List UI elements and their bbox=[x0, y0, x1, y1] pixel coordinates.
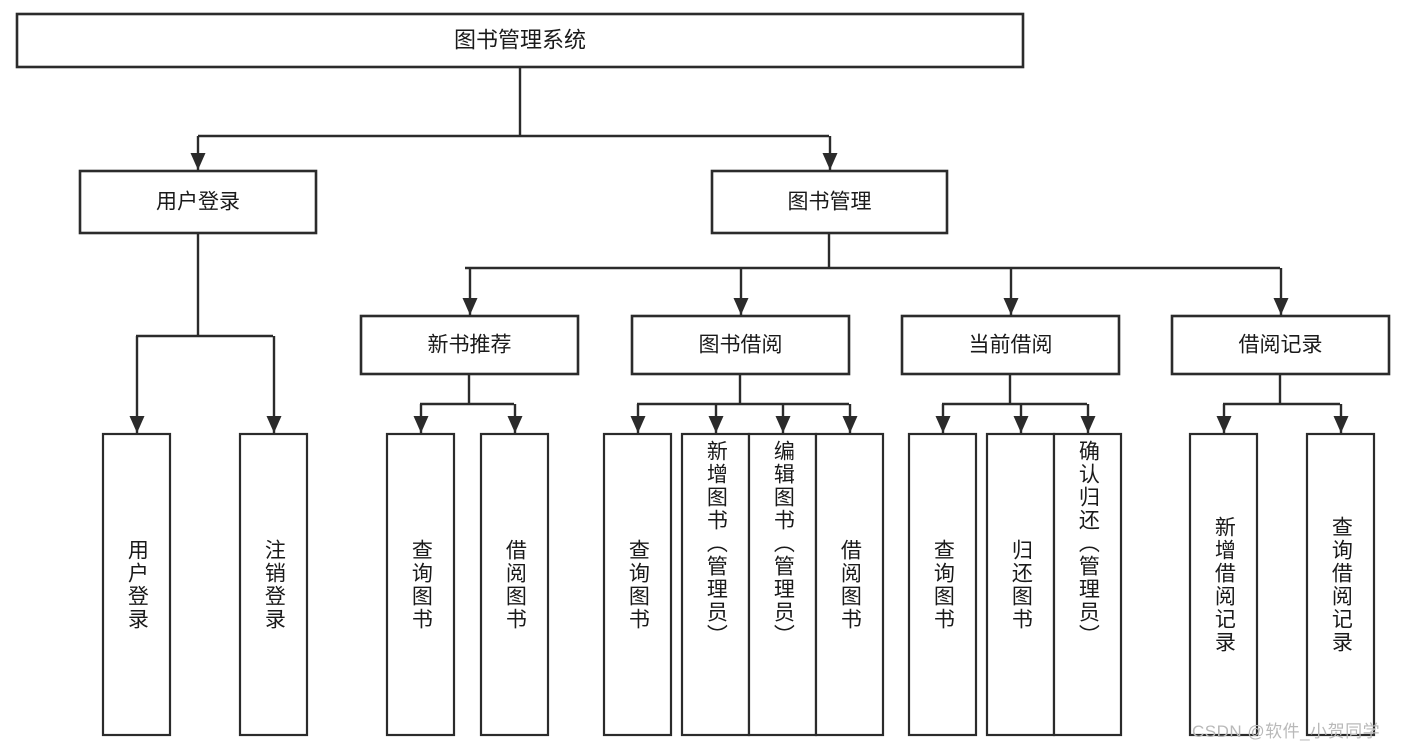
leaf-confirm-return-box[interactable] bbox=[1052, 432, 1123, 737]
book-manage-box[interactable] bbox=[710, 169, 949, 235]
leaf-query-book-1-node[interactable] bbox=[385, 432, 456, 737]
root-title-label: 图书管理系统 bbox=[454, 27, 586, 52]
current-borrow-node[interactable]: 当前借阅 bbox=[900, 314, 1121, 376]
arrow-head-icon bbox=[1216, 416, 1232, 433]
leaf-borrow-book-1-node[interactable] bbox=[479, 432, 550, 737]
arrow-head-icon bbox=[630, 416, 646, 433]
leaf-logout-login-node[interactable] bbox=[238, 432, 309, 737]
leaf-borrow-book-2-box[interactable] bbox=[814, 432, 885, 737]
borrow-record-box[interactable] bbox=[1170, 314, 1391, 376]
leaf-borrow-book-1-box[interactable] bbox=[479, 432, 550, 737]
leaf-query-book-2-node[interactable] bbox=[602, 432, 673, 737]
leaf-user-login-node[interactable] bbox=[101, 432, 172, 737]
arrow-head-icon bbox=[733, 298, 749, 315]
leaf-add-record-node[interactable] bbox=[1188, 432, 1259, 737]
arrow-head-icon bbox=[775, 416, 791, 433]
leaf-add-book-box[interactable] bbox=[680, 432, 751, 737]
root-title-node[interactable]: 图书管理系统 bbox=[15, 12, 1025, 69]
arrow-head-icon bbox=[462, 298, 478, 315]
connector-layer bbox=[129, 67, 1349, 433]
arrow-head-icon bbox=[708, 416, 724, 433]
leaf-user-login-box[interactable] bbox=[101, 432, 172, 737]
current-borrow-box[interactable] bbox=[900, 314, 1121, 376]
leaf-edit-book-box[interactable] bbox=[747, 432, 818, 737]
leaf-add-book-node[interactable] bbox=[680, 432, 751, 737]
leaf-confirm-return-node[interactable] bbox=[1052, 432, 1123, 737]
current-borrow-label: 当前借阅 bbox=[969, 334, 1053, 357]
leaf-return-book-node[interactable] bbox=[985, 432, 1056, 737]
leaf-query-record-box[interactable] bbox=[1305, 432, 1376, 737]
leaf-return-book-box[interactable] bbox=[985, 432, 1056, 737]
user-login-box[interactable] bbox=[78, 169, 318, 235]
leaf-query-book-2-box[interactable] bbox=[602, 432, 673, 737]
leaf-query-book-3-box[interactable] bbox=[907, 432, 978, 737]
arrow-head-icon bbox=[1003, 298, 1019, 315]
leaf-query-book-1-box[interactable] bbox=[385, 432, 456, 737]
leaf-query-book-3-node[interactable] bbox=[907, 432, 978, 737]
arrow-head-icon bbox=[1080, 416, 1096, 433]
book-manage-node[interactable]: 图书管理 bbox=[710, 169, 949, 235]
user-login-node[interactable]: 用户登录 bbox=[78, 169, 318, 235]
new-book-recommend-box[interactable] bbox=[359, 314, 580, 376]
arrow-head-icon bbox=[842, 416, 858, 433]
book-borrow-box[interactable] bbox=[630, 314, 851, 376]
arrow-head-icon bbox=[190, 153, 206, 170]
new-book-recommend-label: 新书推荐 bbox=[428, 334, 512, 357]
arrow-head-icon bbox=[507, 416, 523, 433]
arrow-head-icon bbox=[1013, 416, 1029, 433]
book-manage-label: 图书管理 bbox=[788, 191, 872, 214]
leaf-query-record-node[interactable] bbox=[1305, 432, 1376, 737]
watermark-text: CSDN @软件_小贺同学 bbox=[1192, 722, 1381, 741]
user-login-label: 用户登录 bbox=[156, 191, 240, 214]
borrow-record-node[interactable]: 借阅记录 bbox=[1170, 314, 1391, 376]
borrow-record-label: 借阅记录 bbox=[1239, 334, 1323, 357]
leaf-edit-book-node[interactable] bbox=[747, 432, 818, 737]
arrow-head-icon bbox=[1333, 416, 1349, 433]
leaf-borrow-book-2-node[interactable] bbox=[814, 432, 885, 737]
leaf-add-record-box[interactable] bbox=[1188, 432, 1259, 737]
arrow-head-icon bbox=[413, 416, 429, 433]
arrow-head-icon bbox=[129, 416, 145, 433]
arrow-head-icon bbox=[1273, 298, 1289, 315]
book-borrow-node[interactable]: 图书借阅 bbox=[630, 314, 851, 376]
arrow-head-icon bbox=[935, 416, 951, 433]
book-borrow-label: 图书借阅 bbox=[699, 334, 783, 357]
root-title-box[interactable] bbox=[15, 12, 1025, 69]
new-book-recommend-node[interactable]: 新书推荐 bbox=[359, 314, 580, 376]
arrow-head-icon bbox=[822, 153, 838, 170]
leaf-logout-login-box[interactable] bbox=[238, 432, 309, 737]
arrow-head-icon bbox=[266, 416, 282, 433]
